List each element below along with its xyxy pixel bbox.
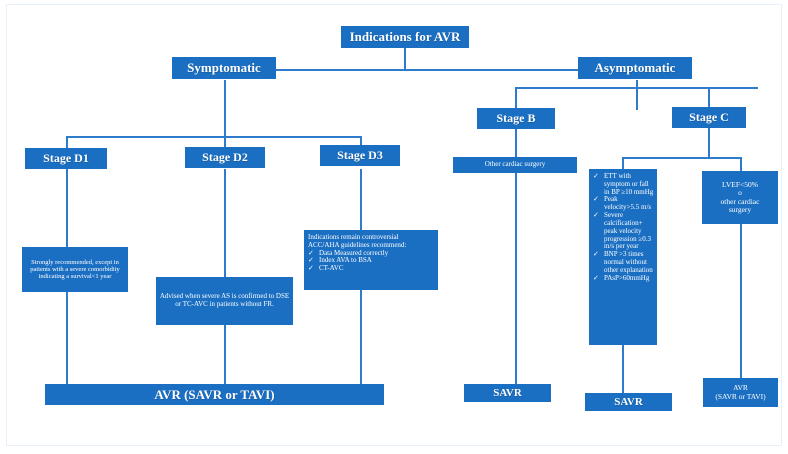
node-d3-detail[interactable]: Indications remain controversial ACC/AHA…	[304, 230, 438, 290]
connector-d-split	[66, 136, 362, 138]
connector-c-detail-savr	[622, 345, 624, 393]
node-avr-lvef[interactable]: AVR (SAVR or TAVI)	[703, 378, 778, 407]
node-avr-main[interactable]: AVR (SAVR or TAVI)	[45, 384, 384, 405]
node-savr-b[interactable]: SAVR	[464, 384, 551, 402]
connector-stage-b-savr	[515, 173, 517, 384]
node-savr-c[interactable]: SAVR	[585, 393, 672, 411]
node-savr-c-label: SAVR	[614, 396, 643, 408]
stage-c-item: Peak velocity>5.5 m/s	[593, 196, 654, 212]
connector-bc-split	[515, 87, 758, 89]
connector-lvef-avr	[740, 224, 742, 378]
connector-d3-avr	[360, 290, 362, 384]
node-root-label: Indications for AVR	[349, 29, 461, 44]
connector-root-down	[404, 48, 406, 70]
connector-symptomatic-down	[224, 80, 226, 142]
node-d1-detail[interactable]: Strongly recommended, except in patients…	[22, 247, 128, 292]
connector-c-left	[622, 157, 624, 169]
d3-lead-line-1: Indications remain controversial	[308, 233, 399, 241]
connector-to-d2	[224, 136, 226, 151]
stage-c-item: PAsP>60mmHg	[593, 274, 654, 283]
connector-stage-c-down	[708, 128, 710, 158]
d3-checklist: Data Measured correctly Index AVA to BSA…	[308, 249, 435, 273]
node-asymptomatic[interactable]: Asymptomatic	[578, 57, 692, 79]
lvef-line-1: LVEF<50%	[721, 179, 759, 189]
node-symptomatic[interactable]: Symptomatic	[172, 57, 276, 79]
connector-d1-avr	[66, 292, 68, 384]
node-stage-b-label: Stage B	[496, 111, 536, 125]
node-avr-main-label: AVR (SAVR or TAVI)	[154, 386, 275, 402]
stage-c-checklist: ETT with symptom or fall in BP ≥10 mmHg …	[593, 172, 654, 283]
node-stage-d2[interactable]: Stage D2	[185, 147, 265, 168]
lvef-line-3: other cardiac	[720, 196, 760, 206]
node-symptomatic-label: Symptomatic	[187, 60, 261, 75]
stage-c-item: ETT with symptom or fall in BP ≥10 mmHg	[593, 172, 654, 196]
node-stage-b-detail-label: Other cardiac surgery	[484, 160, 546, 169]
node-stage-c[interactable]: Stage C	[672, 107, 746, 128]
connector-asymptomatic-down	[636, 80, 638, 110]
d3-item: CT-AVC	[308, 264, 435, 273]
lvef-line-4: surgery	[728, 204, 752, 214]
node-d2-detail[interactable]: Advised when severe AS is confirmed to D…	[156, 277, 293, 325]
connector-to-d3	[360, 136, 362, 151]
connector-c-right	[740, 157, 742, 171]
connector-d1-detail	[66, 169, 68, 248]
node-stage-b-detail[interactable]: Other cardiac surgery	[453, 157, 577, 173]
node-stage-c-label: Stage C	[689, 110, 729, 124]
node-d1-detail-label: Strongly recommended, except in patients…	[30, 258, 120, 281]
node-asymptomatic-label: Asymptomatic	[594, 60, 676, 75]
connector-d2-avr	[224, 325, 226, 384]
connector-stage-b-detail	[515, 128, 517, 157]
stage-c-item: BNP >3 times normal without other explan…	[593, 250, 654, 274]
connector-to-stage-b	[515, 87, 517, 109]
diagram-frame	[6, 4, 782, 446]
avr-lvef-line-1: AVR	[733, 383, 748, 393]
connector-to-d1	[66, 136, 68, 151]
node-stage-d2-label: Stage D2	[202, 150, 248, 164]
d3-lead-line-2: ACC/AHA guidelines recommend:	[308, 240, 407, 249]
connector-to-stage-c	[708, 87, 710, 109]
connector-root-split	[224, 69, 638, 71]
lvef-line-2: o	[738, 188, 742, 198]
connector-c-split	[622, 157, 742, 159]
node-stage-d1-label: Stage D1	[43, 151, 89, 165]
node-savr-b-label: SAVR	[493, 387, 522, 399]
node-stage-d1[interactable]: Stage D1	[25, 148, 107, 169]
node-stage-b[interactable]: Stage B	[477, 108, 555, 129]
connector-d2-detail	[224, 169, 226, 277]
connector-d3-detail	[360, 169, 362, 230]
stage-c-item: Severe calcification+ peak velocity prog…	[593, 211, 654, 251]
node-root[interactable]: Indications for AVR	[341, 26, 469, 48]
d3-item: Data Measured correctly	[308, 249, 435, 258]
d3-item: Index AVA to BSA	[308, 257, 435, 265]
node-stage-c-detail[interactable]: ETT with symptom or fall in BP ≥10 mmHg …	[589, 169, 657, 345]
node-d2-detail-label: Advised when severe AS is confirmed to D…	[159, 292, 290, 308]
node-stage-d3-label: Stage D3	[337, 148, 383, 162]
node-stage-d3[interactable]: Stage D3	[320, 145, 400, 166]
node-lvef-detail[interactable]: LVEF<50% o other cardiac surgery	[702, 171, 778, 224]
avr-lvef-line-2: (SAVR or TAVI)	[715, 391, 766, 401]
